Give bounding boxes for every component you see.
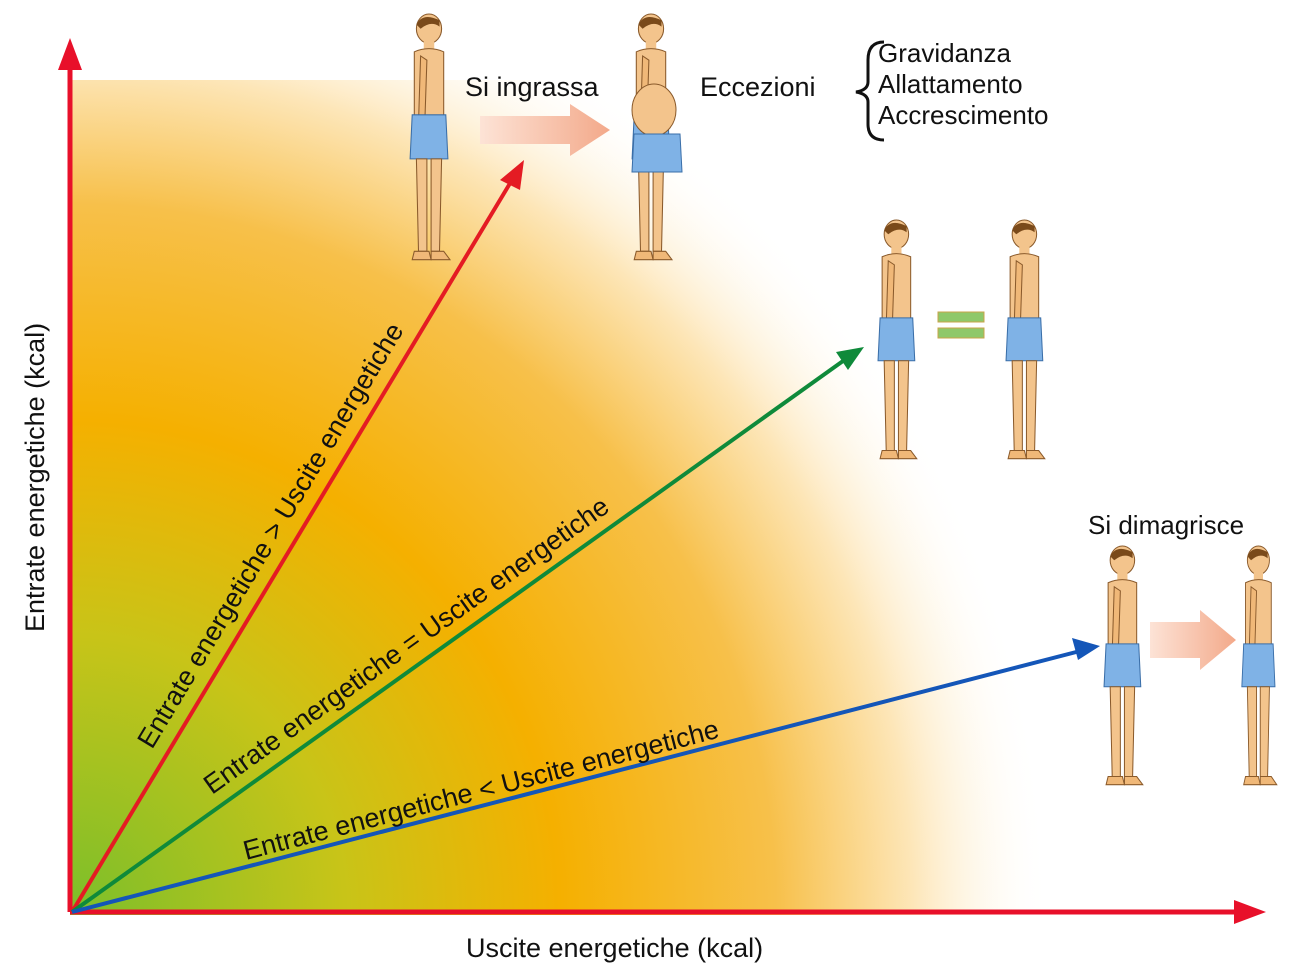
y-axis-label: Entrate energetiche (kcal) <box>20 323 50 632</box>
man-standing-icon <box>1104 546 1143 785</box>
x-axis-label: Uscite energetiche (kcal) <box>466 933 763 963</box>
thin-man-icon <box>1242 546 1277 785</box>
exceptions-label: Eccezioni <box>700 72 816 102</box>
gain-outcome-label: Si ingrassa <box>465 72 600 102</box>
exception-item: Allattamento <box>878 69 1023 99</box>
transition-arrow-icon <box>1150 610 1236 670</box>
lose-outcome-label: Si dimagrisce <box>1088 510 1244 540</box>
exception-item: Gravidanza <box>878 38 1011 68</box>
exception-item: Accrescimento <box>878 100 1049 130</box>
